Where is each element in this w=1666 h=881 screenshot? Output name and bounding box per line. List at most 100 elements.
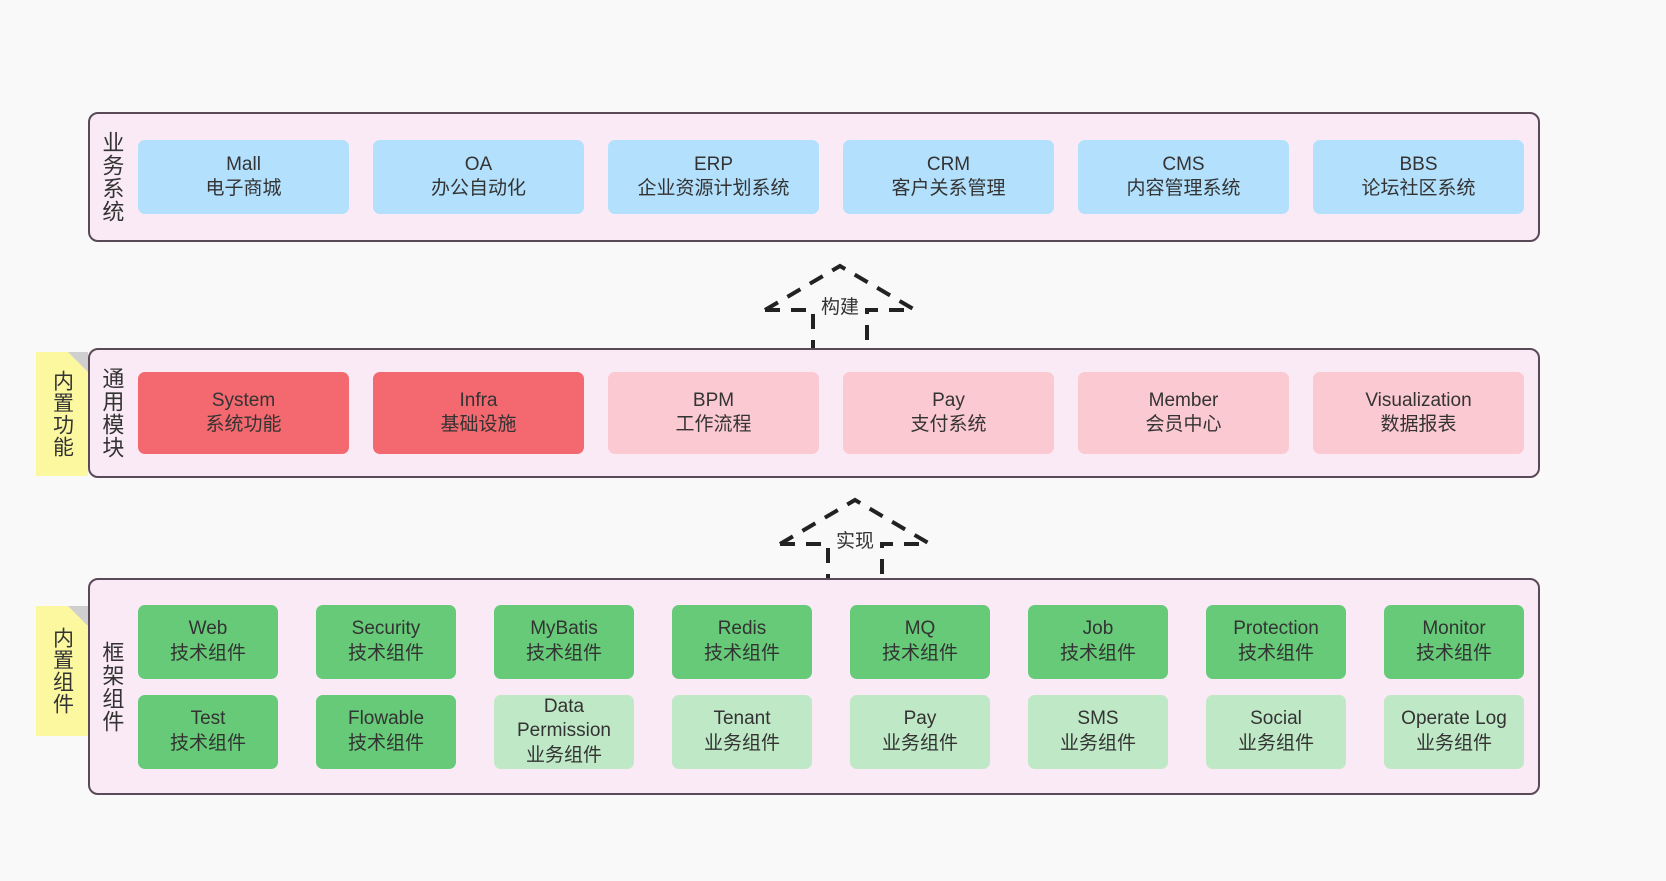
sticky-note-builtin-component: 内置组件 — [36, 606, 88, 736]
card-title: Visualization — [1365, 389, 1472, 411]
card-crm[interactable]: CRM 客户关系管理 — [843, 140, 1054, 214]
layer-business-system: 业务系统 Mall 电子商城 OA 办公自动化 ERP 企业资源计划系统 CRM… — [88, 112, 1540, 242]
sticky-note-builtin-function: 内置功能 — [36, 352, 88, 476]
card-title: MQ — [904, 618, 936, 640]
card-title: CMS — [1162, 153, 1205, 175]
card-title: Test — [190, 708, 226, 730]
card-oa[interactable]: OA 办公自动化 — [373, 140, 584, 214]
card-subtitle: 论坛社区系统 — [1361, 178, 1476, 199]
layer-common-module: 通用模块 System 系统功能 Infra 基础设施 BPM 工作流程 Pay… — [88, 348, 1540, 478]
card-bbs[interactable]: BBS 论坛社区系统 — [1313, 140, 1524, 214]
card-test[interactable]: Test 技术组件 — [138, 694, 278, 769]
card-subtitle: 技术组件 — [169, 642, 246, 664]
card-title: Flowable — [347, 708, 425, 730]
card-bpm[interactable]: BPM 工作流程 — [608, 372, 819, 454]
card-web[interactable]: Web 技术组件 — [138, 604, 278, 679]
card-subtitle: 基础设施 — [440, 414, 517, 435]
card-title: BPM — [692, 389, 735, 411]
card-title: Pay — [903, 708, 937, 730]
card-title: Web — [188, 618, 228, 640]
card-title: CRM — [926, 153, 971, 175]
card-title: Data Permission — [517, 696, 611, 742]
card-pay-business[interactable]: Pay 业务组件 — [850, 694, 990, 769]
card-member[interactable]: Member 会员中心 — [1078, 372, 1289, 454]
arrow-build: 构建 — [755, 258, 925, 354]
card-title: OA — [464, 153, 493, 175]
card-subtitle: 支付系统 — [910, 414, 987, 435]
card-flowable[interactable]: Flowable 技术组件 — [316, 694, 456, 769]
card-subtitle: 业务组件 — [1237, 732, 1314, 754]
card-subtitle: 技术组件 — [1415, 642, 1492, 664]
card-subtitle: 业务组件 — [1059, 732, 1136, 754]
card-subtitle: 技术组件 — [703, 642, 780, 664]
card-subtitle: 技术组件 — [1059, 642, 1136, 664]
card-subtitle: 技术组件 — [525, 642, 602, 664]
card-title: Tenant — [713, 708, 771, 730]
card-cms[interactable]: CMS 内容管理系统 — [1078, 140, 1289, 214]
card-sms[interactable]: SMS 业务组件 — [1028, 694, 1168, 769]
card-title: Infra — [459, 389, 498, 411]
arrow-label: 构建 — [820, 297, 859, 318]
card-security[interactable]: Security 技术组件 — [316, 604, 456, 679]
card-erp[interactable]: ERP 企业资源计划系统 — [608, 140, 819, 214]
card-row: System 系统功能 Infra 基础设施 BPM 工作流程 Pay 支付系统… — [138, 372, 1524, 454]
card-data-permission[interactable]: Data Permission 业务组件 — [494, 694, 634, 769]
card-title: MyBatis — [530, 618, 598, 640]
card-title: Monitor — [1422, 618, 1486, 640]
card-title: Protection — [1233, 618, 1319, 640]
layer-title-business-system: 业务系统 — [99, 131, 125, 223]
card-pay[interactable]: Pay 支付系统 — [843, 372, 1054, 454]
card-tenant[interactable]: Tenant 业务组件 — [672, 694, 812, 769]
card-protection[interactable]: Protection 技术组件 — [1206, 604, 1346, 679]
card-subtitle: 企业资源计划系统 — [637, 178, 790, 199]
card-row: Test 技术组件 Flowable 技术组件 Data Permission … — [138, 694, 1524, 769]
card-monitor[interactable]: Monitor 技术组件 — [1384, 604, 1524, 679]
arrow-label: 实现 — [835, 531, 874, 552]
card-title: Member — [1148, 389, 1219, 411]
card-title: System — [211, 389, 276, 411]
card-subtitle: 技术组件 — [881, 642, 958, 664]
card-system[interactable]: System 系统功能 — [138, 372, 349, 454]
card-title: Job — [1082, 618, 1114, 640]
card-operate-log[interactable]: Operate Log 业务组件 — [1384, 694, 1524, 769]
layer-title-framework-component: 框架组件 — [99, 640, 125, 733]
card-row: Web 技术组件 Security 技术组件 MyBatis 技术组件 Redi… — [138, 604, 1524, 679]
layer-title-common-module: 通用模块 — [99, 367, 125, 459]
card-subtitle: 会员中心 — [1145, 414, 1222, 435]
card-subtitle: 客户关系管理 — [891, 178, 1006, 199]
card-subtitle: 数据报表 — [1380, 414, 1457, 435]
card-title: SMS — [1077, 708, 1119, 730]
card-mybatis[interactable]: MyBatis 技术组件 — [494, 604, 634, 679]
card-subtitle: 技术组件 — [347, 732, 424, 754]
card-job[interactable]: Job 技术组件 — [1028, 604, 1168, 679]
layer-framework-component: 框架组件 Web 技术组件 Security 技术组件 MyBatis 技术组件… — [88, 578, 1540, 795]
card-subtitle: 系统功能 — [205, 414, 282, 435]
card-title: Mall — [226, 153, 261, 175]
card-row: Mall 电子商城 OA 办公自动化 ERP 企业资源计划系统 CRM 客户关系… — [138, 140, 1524, 214]
card-subtitle: 业务组件 — [703, 732, 780, 754]
card-title: BBS — [1399, 153, 1438, 175]
card-title: Operate Log — [1401, 708, 1507, 730]
card-infra[interactable]: Infra 基础设施 — [373, 372, 584, 454]
card-title: Security — [351, 618, 421, 640]
card-mall[interactable]: Mall 电子商城 — [138, 140, 349, 214]
arrow-implement: 实现 — [770, 492, 940, 588]
card-title: ERP — [693, 153, 734, 175]
card-subtitle: 业务组件 — [881, 732, 958, 754]
card-redis[interactable]: Redis 技术组件 — [672, 604, 812, 679]
sticky-note-label: 内置组件 — [50, 627, 74, 715]
card-subtitle: 办公自动化 — [430, 178, 526, 199]
layer-body-business-system: Mall 电子商城 OA 办公自动化 ERP 企业资源计划系统 CRM 客户关系… — [132, 114, 1538, 240]
card-subtitle: 技术组件 — [347, 642, 424, 664]
card-subtitle: 技术组件 — [1237, 642, 1314, 664]
card-mq[interactable]: MQ 技术组件 — [850, 604, 990, 679]
card-subtitle: 电子商城 — [205, 178, 282, 199]
layer-body-framework-component: Web 技术组件 Security 技术组件 MyBatis 技术组件 Redi… — [132, 580, 1538, 793]
card-title: Pay — [932, 389, 965, 411]
sticky-note-label: 内置功能 — [50, 370, 74, 458]
card-title: Redis — [717, 618, 767, 640]
card-title: Social — [1250, 708, 1302, 730]
layer-body-common-module: System 系统功能 Infra 基础设施 BPM 工作流程 Pay 支付系统… — [132, 350, 1538, 476]
card-social[interactable]: Social 业务组件 — [1206, 694, 1346, 769]
card-visualization[interactable]: Visualization 数据报表 — [1313, 372, 1524, 454]
